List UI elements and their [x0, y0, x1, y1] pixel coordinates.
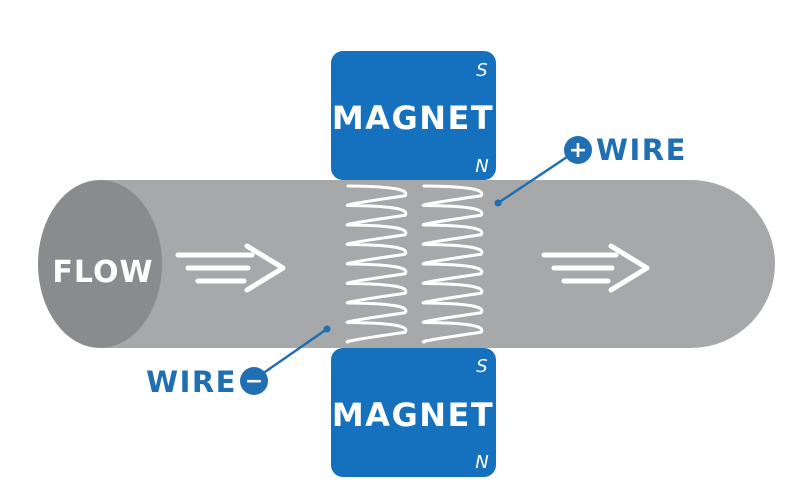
wire-negative-lead [261, 327, 328, 376]
magnet-top: MAGNET S N [331, 51, 496, 180]
plus-icon [564, 136, 592, 164]
magnet-top-pole-s: S [476, 60, 487, 81]
wire-negative-label: WIRE [146, 365, 237, 399]
flow-arrow-icon [541, 243, 650, 293]
minus-icon [240, 367, 268, 395]
wire-positive-label: WIRE [596, 133, 687, 167]
wire-negative-sign: − [245, 369, 263, 394]
wire-positive-lead [497, 155, 568, 205]
pipe-end [38, 180, 162, 348]
magnet-top-pole-n: N [475, 156, 488, 177]
wire-negative-point [323, 325, 331, 333]
wire-positive-point [494, 199, 502, 207]
coil-right [421, 184, 484, 344]
magnet-bottom-pole-s: S [476, 356, 487, 377]
flow-label: FLOW [52, 255, 153, 290]
wire-positive: + WIRE [494, 133, 687, 207]
wire-negative: − WIRE [146, 325, 331, 399]
wire-positive-sign: + [569, 138, 587, 163]
magnet-bottom: MAGNET S N [331, 348, 496, 477]
magnet-top-body [331, 51, 496, 180]
magnet-bottom-label: MAGNET [332, 396, 494, 434]
magnet-top-label: MAGNET [332, 99, 494, 137]
magnet-bottom-pole-n: N [475, 452, 488, 473]
magnet-bottom-body [331, 348, 496, 477]
flow-arrow-icon [175, 243, 286, 293]
coil-left [345, 184, 408, 344]
